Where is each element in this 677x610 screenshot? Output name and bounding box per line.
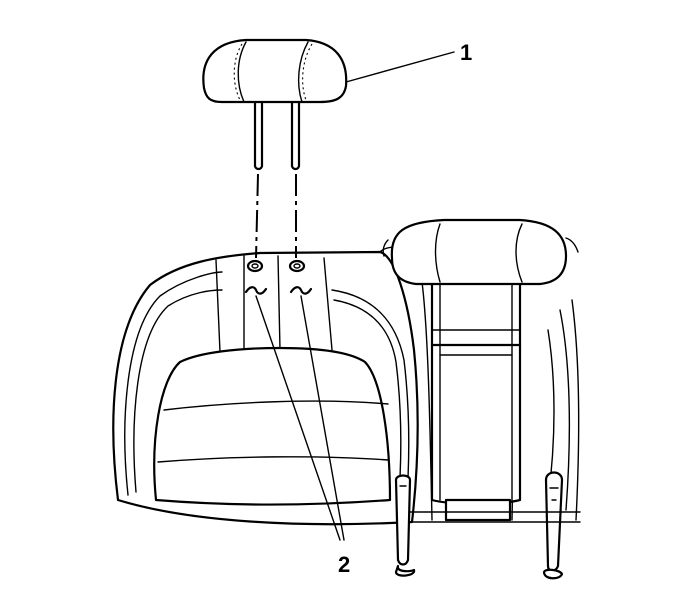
left-release-tab <box>244 286 268 295</box>
leader-line-2a <box>255 295 341 541</box>
leader-line-1 <box>345 51 455 83</box>
leader-line-2b <box>300 295 345 541</box>
installed-headrest <box>390 218 568 286</box>
callout-2: 2 <box>338 552 350 577</box>
headrest-removed <box>202 38 348 171</box>
right-guide-sleeve <box>288 259 306 273</box>
left-alignment-line <box>255 173 259 259</box>
callout-1: 1 <box>460 40 472 65</box>
right-release-tab <box>289 286 313 295</box>
left-seat-latch <box>394 474 412 566</box>
seat-back-right <box>382 218 581 580</box>
seat-back-left <box>112 246 419 526</box>
left-guide-sleeve <box>246 259 264 273</box>
